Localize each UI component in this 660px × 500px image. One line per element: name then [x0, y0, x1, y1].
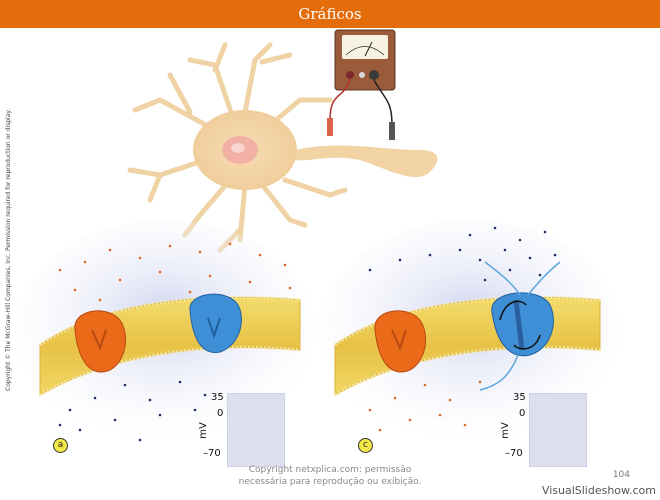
caption-line-1: Copyright netxplica.com: permissão — [248, 465, 412, 475]
tick-0-left: 0 — [217, 408, 224, 419]
membrane-panel-left — [15, 220, 315, 442]
page-number: 104 — [612, 470, 630, 480]
neuron-membrane-illustration — [15, 29, 620, 455]
tick-35-right: 35 — [513, 392, 526, 403]
voltage-graph-right — [529, 393, 587, 467]
permission-caption: Copyright netxplica.com: permissão neces… — [225, 464, 435, 488]
tick-35-left: 35 — [211, 392, 224, 403]
panel-label-c: c — [358, 438, 373, 453]
watermark: VisualSlideshow.com — [541, 484, 656, 497]
axis-unit-left: mV — [197, 422, 209, 439]
neuron — [127, 42, 438, 253]
voltage-graph-left — [227, 393, 285, 467]
axis-unit-right: mV — [499, 422, 511, 439]
panel-label-a: a — [53, 438, 68, 453]
tick-neg70-left: –70 — [203, 448, 221, 459]
tick-neg70-right: –70 — [505, 448, 523, 459]
slide-title: Gráficos — [0, 0, 660, 28]
tick-0-right: 0 — [519, 408, 526, 419]
caption-line-2: necessária para reprodução ou exibição. — [238, 477, 422, 487]
voltmeter — [327, 29, 396, 140]
membrane-panel-right — [320, 220, 620, 440]
